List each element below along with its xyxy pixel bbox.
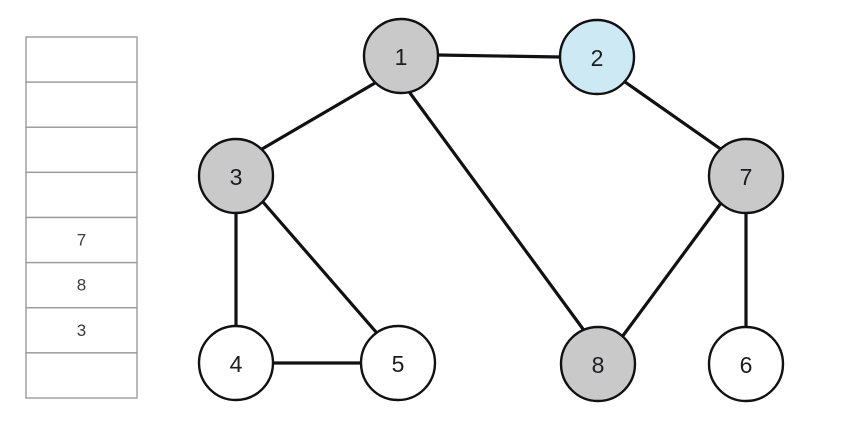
node-label-7: 7 [740,164,753,190]
graph-edge-1-2 [436,53,562,59]
stack-cell-value: 8 [77,276,86,295]
node-circle-8[interactable] [559,325,637,403]
stack-cell[interactable] [25,171,138,219]
node-circle-3[interactable] [197,137,275,215]
stack-cell[interactable] [25,36,138,83]
graph-edge-1-3 [260,81,377,151]
graph-nodes: 1 2 3 7 4 5 8 6 [197,17,785,403]
graph-edge-7-8 [620,201,723,339]
node-circle-2[interactable] [558,18,636,96]
stack-cell[interactable] [25,216,138,264]
graph-node-8[interactable]: 8 [559,325,637,403]
graph-edge-2-7 [623,80,724,152]
graph-node-2[interactable]: 2 [558,18,636,96]
node-label-5: 5 [392,351,405,377]
graph-edge-1-8 [408,91,585,331]
stack-cell-value: 7 [77,231,86,250]
node-circle-1[interactable] [362,17,440,95]
node-circle-4[interactable] [197,324,275,402]
graph-node-3[interactable]: 3 [197,137,275,215]
node-label-4: 4 [230,351,243,377]
node-circle-6[interactable] [707,325,785,403]
node-label-8: 8 [592,352,605,378]
graph-node-4[interactable]: 4 [197,324,275,402]
graph-node-7[interactable]: 7 [707,137,785,215]
stack-cell[interactable] [25,352,138,399]
node-label-1: 1 [395,44,408,70]
stack-table: 7 8 3 [25,36,138,399]
graph-edge-3-5 [261,200,378,334]
node-circle-5[interactable] [359,324,437,402]
graph-node-6[interactable]: 6 [707,325,785,403]
node-circle-7[interactable] [707,137,785,215]
stack-cell-value: 3 [77,321,86,340]
node-label-6: 6 [740,352,753,378]
stack-cell[interactable] [25,126,138,174]
graph-edges [234,53,748,365]
graph-node-1[interactable]: 1 [362,17,440,95]
stack-cell[interactable] [25,81,138,128]
node-label-3: 3 [230,164,243,190]
graph-node-5[interactable]: 5 [359,324,437,402]
node-label-2: 2 [591,45,604,71]
stack-cell[interactable] [25,261,138,309]
